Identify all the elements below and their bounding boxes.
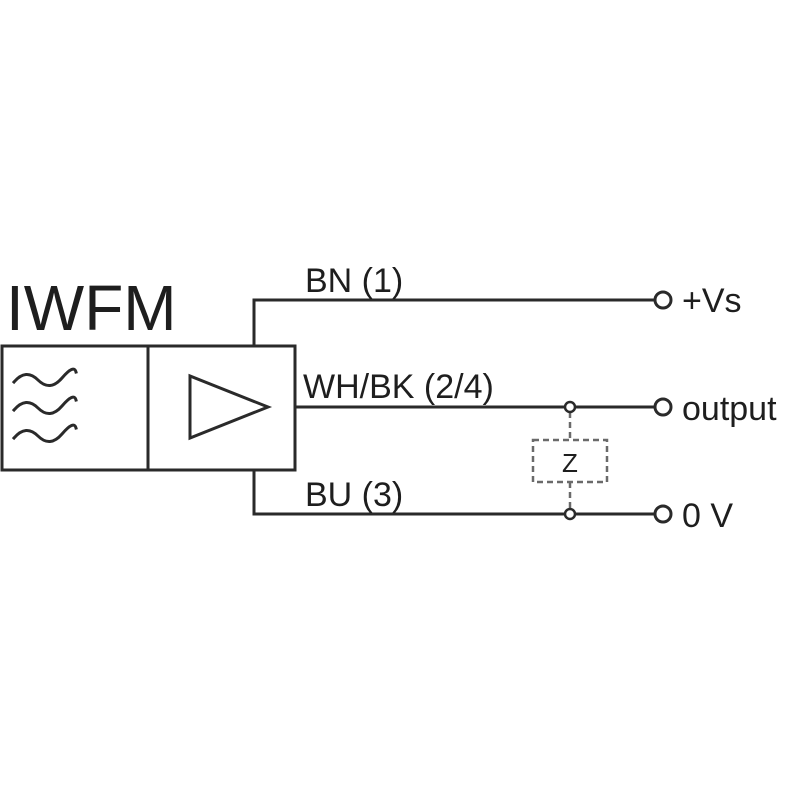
wire-bn-label: BN (1): [305, 262, 403, 300]
wire-wh-label: WH/BK (2/4): [303, 368, 494, 406]
terminal-vs-label: +Vs: [682, 282, 742, 320]
wire-bn: [252, 298, 657, 348]
terminal-output-label: output: [682, 390, 777, 428]
junction-output: [563, 400, 577, 414]
terminal-output: [653, 397, 673, 417]
junction-0v: [563, 507, 577, 521]
device-title: IWFM: [6, 272, 177, 344]
triangle-amplifier-icon: [188, 373, 273, 441]
terminal-0v: [653, 504, 673, 524]
terminal-0v-label: 0 V: [682, 497, 733, 535]
wave-lines-icon: [11, 367, 78, 443]
terminal-vs: [653, 290, 673, 310]
load-label: Z: [562, 448, 578, 478]
wire-bu-label: BU (3): [305, 476, 403, 514]
wire-bu: [252, 468, 657, 516]
